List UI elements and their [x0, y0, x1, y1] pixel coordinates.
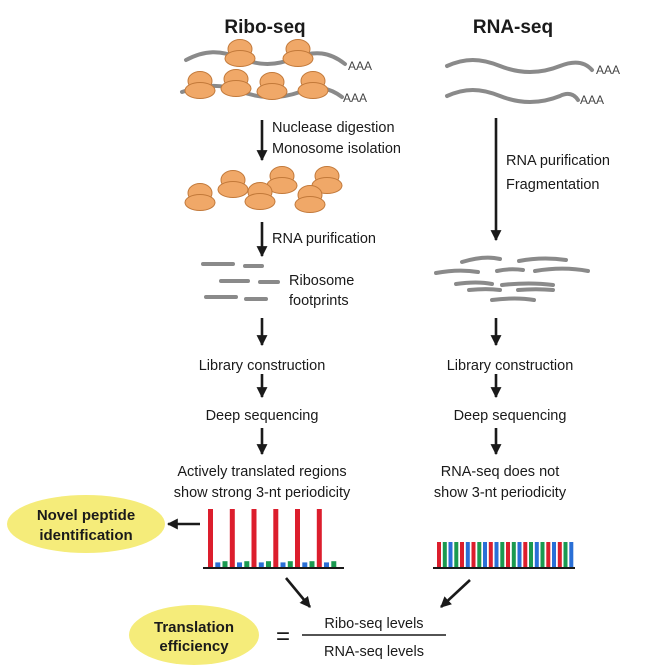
- ribo-mrna-strands: [180, 39, 347, 100]
- chart-bar: [280, 562, 286, 567]
- chart-bar: [302, 562, 308, 567]
- equals-sign: =: [276, 623, 290, 650]
- ribosome-icon: [256, 72, 288, 100]
- rna-library-construction: Library construction: [447, 358, 574, 374]
- chart-bar: [569, 542, 574, 567]
- ribo-result-line2: show strong 3-nt periodicity: [174, 485, 351, 501]
- rna-step-purification: RNA purification: [506, 153, 610, 169]
- chart-bar: [442, 542, 447, 567]
- rna-result-line1: RNA-seq does not: [441, 464, 559, 480]
- chart-bar: [331, 561, 337, 567]
- chart-bar: [511, 542, 516, 567]
- ribo-step-nuclease: Nuclease digestion: [272, 120, 395, 136]
- ribo-seq-title: Ribo-seq: [224, 17, 305, 38]
- ribo-library-construction: Library construction: [199, 358, 326, 374]
- chart-bar: [540, 542, 545, 567]
- chart-bar: [266, 561, 271, 567]
- chart-bar: [523, 542, 528, 567]
- chart-bar: [237, 562, 242, 567]
- rna-step-fragmentation: Fragmentation: [506, 177, 600, 193]
- monosomes: [184, 166, 343, 213]
- rna-mrna-strands: [445, 58, 594, 104]
- ribosome-icon: [220, 69, 252, 97]
- chart-bar: [460, 542, 464, 567]
- novel-peptide-oval: [7, 495, 165, 553]
- chart-bar: [215, 562, 221, 567]
- chart-bar: [287, 561, 293, 567]
- chart-bar: [506, 542, 510, 567]
- chart-bar: [477, 542, 482, 567]
- chart-bar: [465, 542, 470, 567]
- converge-arrow-right: [440, 579, 471, 608]
- chart-bar: [437, 542, 441, 567]
- ribosome-icon: [297, 71, 329, 99]
- chart-bar: [251, 509, 257, 567]
- rna-result-line2: show 3-nt periodicity: [434, 485, 567, 501]
- chart-bar: [534, 542, 539, 567]
- chart-bar: [563, 542, 568, 567]
- poly-a-tail-label: AAA: [348, 59, 372, 73]
- chart-bar: [273, 509, 279, 567]
- ribo-result-line1: Actively translated regions: [177, 464, 346, 480]
- chart-bar: [316, 509, 322, 567]
- chart-bar: [488, 542, 493, 567]
- ribo-step-rna-purification: RNA purification: [272, 231, 376, 247]
- translation-efficiency-oval: [129, 605, 259, 665]
- ribosome-icon: [224, 39, 256, 67]
- rna-deep-sequencing: Deep sequencing: [454, 408, 567, 424]
- chart-bar: [229, 509, 235, 567]
- ribo-step-monosome: Monosome isolation: [272, 141, 401, 157]
- poly-a-tail-label: AAA: [580, 93, 604, 107]
- chart-bar: [500, 542, 505, 567]
- chart-bar: [448, 542, 453, 567]
- chart-bar: [552, 542, 556, 567]
- footprints-label-line1: Ribosome: [289, 273, 354, 289]
- ribosome-icon: [184, 71, 216, 99]
- chart-bar: [324, 562, 329, 567]
- footprints-label-line2: footprints: [289, 293, 349, 309]
- rna-fragments: [434, 255, 590, 302]
- chart-bar: [471, 542, 476, 567]
- chart-bar: [483, 542, 487, 567]
- ribo-periodicity-chart: [208, 509, 337, 567]
- converge-arrow-left: [284, 577, 312, 608]
- chart-bar: [208, 509, 213, 567]
- fraction-numerator: Ribo-seq levels: [324, 616, 423, 632]
- chart-bar: [244, 561, 250, 567]
- poly-a-tail-label: AAA: [596, 63, 620, 77]
- chart-bar: [309, 561, 315, 567]
- ribosome-footprints: [201, 262, 280, 301]
- novel-peptide-line1: Novel peptide: [37, 507, 135, 524]
- fraction-denominator: RNA-seq levels: [324, 644, 424, 660]
- chart-bar: [454, 542, 459, 567]
- chart-bar: [557, 542, 562, 567]
- ribo-deep-sequencing: Deep sequencing: [206, 408, 319, 424]
- chart-bar: [222, 561, 228, 567]
- chart-bar: [529, 542, 533, 567]
- novel-peptide-line2: identification: [39, 527, 132, 544]
- translation-efficiency-line2: efficiency: [159, 638, 229, 655]
- chart-bar: [494, 542, 499, 567]
- rna-seq-title: RNA-seq: [473, 17, 553, 38]
- ribosome-icon: [282, 39, 314, 67]
- poly-a-tail-label: AAA: [343, 91, 367, 105]
- chart-bar: [546, 542, 551, 567]
- chart-bar: [258, 562, 264, 567]
- chart-bar: [295, 509, 300, 567]
- translation-efficiency-line1: Translation: [154, 619, 234, 636]
- chart-bar: [517, 542, 522, 567]
- rna-uniform-chart: [437, 542, 574, 567]
